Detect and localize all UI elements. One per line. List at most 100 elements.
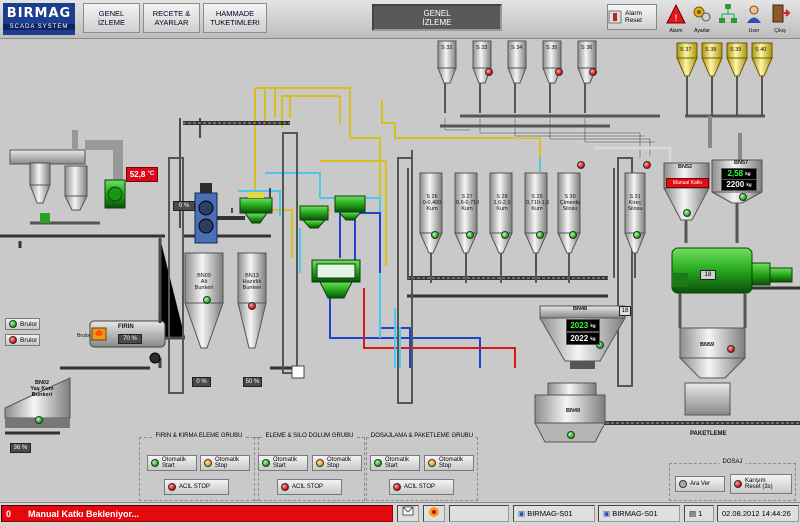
emergency-stop-button[interactable]: ACIL STOP bbox=[164, 479, 229, 495]
bn59-alarm-lamp bbox=[727, 345, 735, 353]
weight-unit: kg bbox=[590, 336, 596, 341]
emergency-stop-button[interactable]: ACIL STOP bbox=[389, 479, 454, 495]
green-lamp-icon bbox=[151, 459, 159, 467]
screen-title-line-1: GENEL bbox=[423, 9, 451, 18]
bn09-status-lamp bbox=[203, 296, 211, 304]
bin-material: Alt bbox=[200, 279, 208, 285]
bn48-aux-readout: 18 bbox=[619, 306, 631, 316]
group-title: ELEME & SILO DOLUM GRUBU bbox=[263, 433, 356, 439]
red-lamp-icon bbox=[168, 483, 176, 491]
station-name: BIRMAG-S01 bbox=[612, 509, 658, 518]
kiln-label: FIRIN bbox=[118, 324, 134, 330]
orange-lamp-icon bbox=[204, 459, 212, 467]
red-lamp-icon bbox=[734, 480, 742, 488]
silo-material: Kum bbox=[426, 206, 438, 212]
lock-icon: ▤ bbox=[689, 509, 697, 518]
button-label: Otomatik bbox=[439, 457, 464, 463]
alarm-message: Manual Katkı Bekleniyor... bbox=[28, 509, 140, 519]
silo-code: S 27 bbox=[461, 194, 473, 200]
bn52-status-badge: Manual Katkı bbox=[666, 178, 709, 188]
wet-sand-bunker bbox=[4, 366, 150, 435]
percent-unit: % bbox=[201, 379, 207, 385]
emergency-stop-button[interactable]: ACIL STOP bbox=[277, 479, 342, 495]
red-lamp-icon bbox=[281, 483, 289, 491]
silo-label: S 32 bbox=[441, 45, 453, 51]
exit-caption: Çıkış bbox=[774, 28, 786, 34]
button-label: Karışım bbox=[745, 478, 766, 484]
pause-button[interactable]: Ara Ver bbox=[675, 476, 725, 492]
silo-material: 0,6-0,710 bbox=[456, 200, 480, 206]
network-icon: ▣ bbox=[603, 509, 611, 518]
button-label: Otomatik bbox=[215, 457, 240, 463]
logo-text: BIRMAG bbox=[6, 6, 72, 21]
burner-stop-button[interactable]: Brulor bbox=[5, 334, 40, 346]
button-label: Start bbox=[385, 463, 398, 469]
bn48-setpoint-value: 2022 bbox=[570, 334, 589, 343]
alarm-icon[interactable]: ! Alarm bbox=[666, 3, 686, 34]
network-icon: ▣ bbox=[518, 509, 526, 518]
silo-s26-status-lamp bbox=[431, 231, 439, 239]
group-title: DOSAJLAMA & PAKETLEME GRUBU bbox=[368, 433, 476, 439]
silo-material: 0-0,400 bbox=[422, 200, 442, 206]
conveyors bbox=[0, 114, 800, 425]
bn48-setpoint-readout: 2022 kg bbox=[566, 332, 600, 345]
percent-value: 36 bbox=[13, 445, 21, 451]
burner-start-button[interactable]: Brulor bbox=[5, 318, 40, 330]
group-title: FIRIN & KIRMA ELEME GRUBU bbox=[153, 433, 245, 439]
silo-s31-status-lamp bbox=[633, 231, 641, 239]
orange-lamp-icon bbox=[316, 459, 324, 467]
user-icon[interactable]: User bbox=[744, 3, 764, 34]
percent-value: 50 bbox=[245, 379, 253, 385]
settings-icon[interactable]: Ayarlar bbox=[692, 3, 712, 34]
button-label: Stop bbox=[215, 463, 228, 469]
silo-label: S 38 bbox=[705, 47, 717, 53]
bn13-percent-readout: 50 % bbox=[243, 377, 262, 387]
weight-unit: kg bbox=[745, 171, 751, 176]
red-lamp-icon bbox=[9, 336, 17, 344]
bn57-setpoint-value: 2200 bbox=[726, 180, 745, 189]
silo-label: S 35 bbox=[546, 45, 558, 51]
station-1-cell: ▣ BIRMAG-S01 bbox=[513, 505, 595, 522]
nav-label: İZLEME bbox=[97, 18, 126, 27]
bin-material: Hazırlık bbox=[242, 279, 262, 285]
bn59-label: BN59 bbox=[700, 342, 715, 348]
station-name: BIRMAG-S01 bbox=[527, 509, 573, 518]
count-cell: ▤ 1 bbox=[684, 505, 714, 522]
bn57-setpoint-readout: 2200 kg bbox=[721, 179, 757, 191]
bn57-weight-value: 2,58 bbox=[727, 169, 744, 178]
button-label: Otomatik bbox=[162, 457, 187, 463]
vibrating-screens bbox=[239, 192, 366, 299]
silo-label: S 39 bbox=[730, 47, 742, 53]
bn02-percent-readout: 36 % bbox=[10, 443, 31, 453]
nav-label: RECETE & bbox=[152, 9, 191, 18]
silo-s30-alarm-lamp bbox=[577, 161, 585, 169]
silo-material: Kum bbox=[531, 206, 543, 212]
bn49-label: BN49 bbox=[566, 408, 581, 414]
silo-material: 0,710-1,6 bbox=[526, 200, 550, 206]
bn48-weight-value: 2023 bbox=[570, 321, 589, 330]
nav-recete-ayarlar-button[interactable]: RECETE &AYARLAR bbox=[143, 3, 200, 33]
intermediate-bins bbox=[184, 252, 305, 379]
percent-value: 0 bbox=[196, 379, 200, 385]
network-icon[interactable] bbox=[718, 3, 738, 33]
packaging-label: PAKETLEME bbox=[690, 431, 727, 437]
exit-icon[interactable]: Çıkış bbox=[770, 3, 791, 34]
message-icon[interactable] bbox=[397, 505, 419, 522]
